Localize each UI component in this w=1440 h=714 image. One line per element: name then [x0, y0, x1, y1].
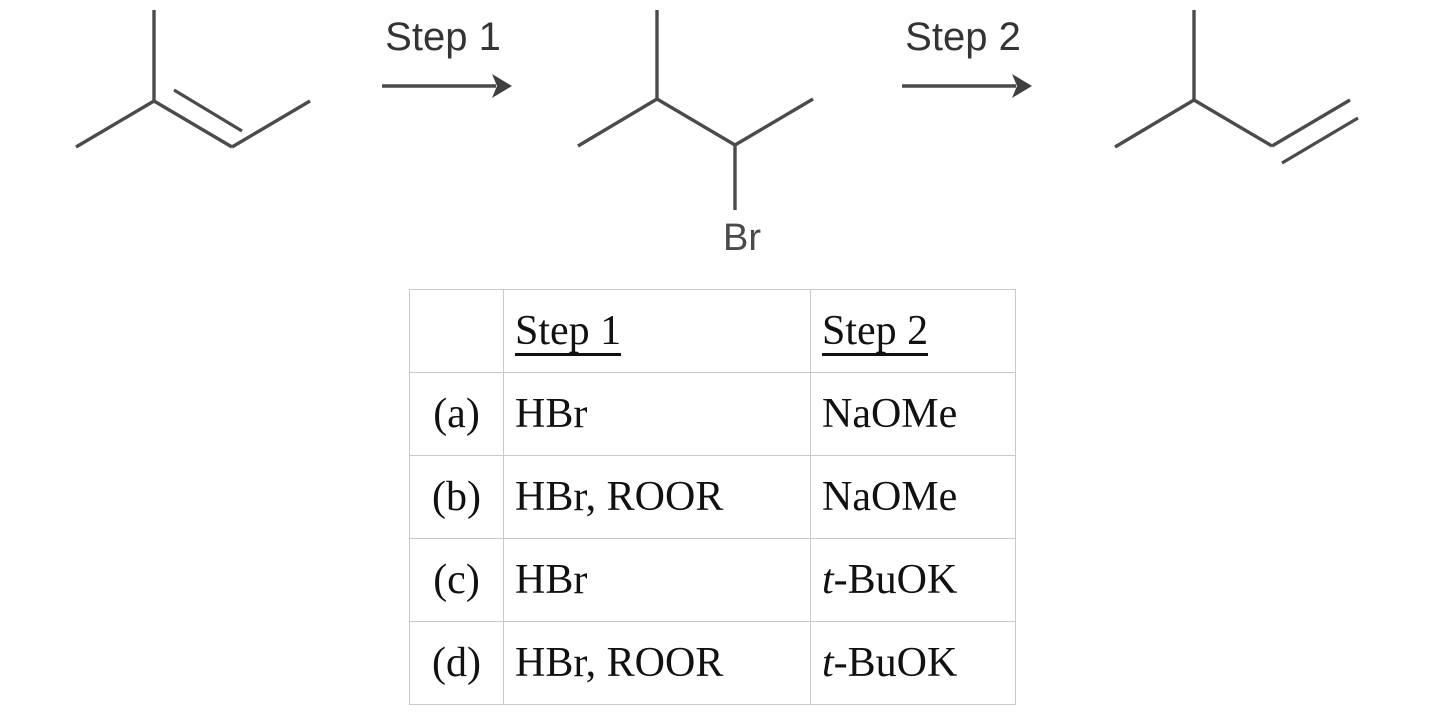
- atom-label-br: Br: [723, 217, 761, 259]
- option-c-step-1: HBr: [503, 538, 811, 622]
- option-b-step-2-text: NaOMe: [822, 474, 958, 520]
- arrow-label-step-2: Step 2: [905, 15, 1021, 59]
- table-row[interactable]: (d) HBr, ROOR t-BuOK: [409, 621, 1016, 705]
- answer-options-table: Step 1 Step 2 (a) HBr NaOMe (b) HBr, ROO…: [409, 289, 1016, 705]
- bond-double-inner: [1281, 116, 1359, 165]
- bond-double-outer: [153, 99, 233, 149]
- table-row[interactable]: (c) HBr t-BuOK: [409, 538, 1016, 622]
- option-d-step-1: HBr, ROOR: [503, 621, 811, 705]
- option-key-d: (d): [409, 621, 504, 705]
- column-header-step-1: Step 1: [503, 289, 811, 373]
- option-d-step-2-text: -BuOK: [833, 640, 958, 686]
- option-key-a: (a): [409, 372, 504, 456]
- arrow-label-step-1: Step 1: [385, 15, 501, 59]
- bond-ethyl: [231, 99, 311, 149]
- option-c-step-2: t-BuOK: [810, 538, 1016, 622]
- bond-c2-c3: [656, 97, 736, 147]
- option-key-c: (c): [409, 538, 504, 622]
- option-c-step-2-italic: t: [822, 557, 834, 603]
- reaction-scheme: Step 1 Br Step 2: [0, 0, 1440, 285]
- molecule-3-methyl-1-butene: [1114, 10, 1359, 165]
- option-d-step-2: t-BuOK: [810, 621, 1016, 705]
- column-header-key: [409, 289, 504, 373]
- bond-methyl-right: [734, 97, 814, 147]
- option-a-step-2-text: NaOMe: [822, 391, 958, 437]
- column-header-step-2: Step 2: [810, 289, 1016, 373]
- bond-double-outer: [1271, 98, 1351, 148]
- option-a-step-1: HBr: [503, 372, 811, 456]
- option-key-b: (b): [409, 455, 504, 539]
- arrow-head-icon: [492, 74, 512, 98]
- table-header-row: Step 1 Step 2: [409, 289, 1016, 373]
- molecule-2-methyl-2-butene: [75, 10, 311, 149]
- option-c-step-2-text: -BuOK: [833, 557, 958, 603]
- bond-methyl-left: [1114, 98, 1195, 149]
- bond-methyl-left: [75, 99, 155, 149]
- option-b-step-2: NaOMe: [810, 455, 1016, 539]
- option-b-step-1: HBr, ROOR: [503, 455, 811, 539]
- arrow-head-icon: [1012, 74, 1032, 98]
- table-row[interactable]: (a) HBr NaOMe: [409, 372, 1016, 456]
- molecule-2-bromo-3-methylbutane: Br: [577, 10, 814, 259]
- bond-double-inner: [173, 88, 243, 133]
- options-table: Step 1 Step 2 (a) HBr NaOMe (b) HBr, ROO…: [409, 289, 1016, 705]
- reaction-arrow-step-1: Step 1: [382, 15, 512, 98]
- option-a-step-2: NaOMe: [810, 372, 1016, 456]
- option-d-step-2-italic: t: [822, 640, 834, 686]
- table-row[interactable]: (b) HBr, ROOR NaOMe: [409, 455, 1016, 539]
- reaction-scheme-svg: Step 1 Br Step 2: [75, 10, 1359, 259]
- bond-methyl-left: [577, 97, 658, 148]
- reaction-arrow-step-2: Step 2: [902, 15, 1032, 98]
- bond-c3-c2: [1193, 98, 1273, 148]
